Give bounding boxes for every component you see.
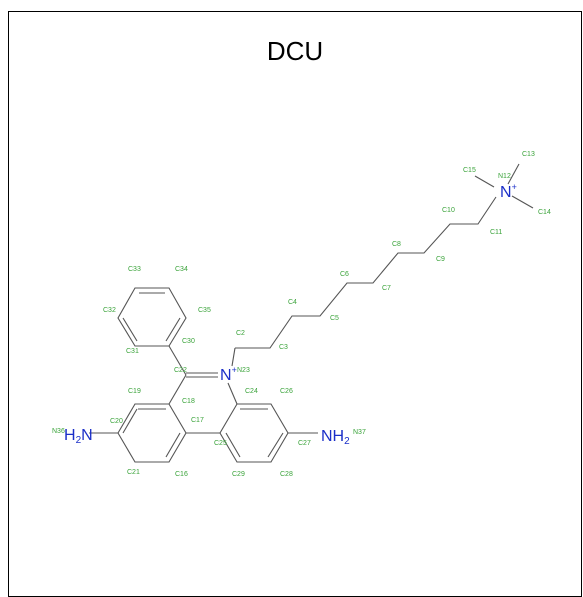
- left-ring-bonds: [117, 403, 187, 463]
- atom-label-c17: C17: [191, 417, 204, 424]
- atom-label-n37: N37: [353, 429, 366, 436]
- diagram-frame: DCU: [8, 11, 582, 597]
- phenyl-inner-3: [122, 317, 138, 342]
- atom-label-c7: C7: [382, 285, 391, 292]
- atom-label-c22: C22: [174, 367, 187, 374]
- alkyl-chain-bonds: [235, 196, 497, 349]
- atom-label-c19: C19: [128, 388, 141, 395]
- bond-n12-c14: [511, 195, 534, 209]
- bond-n23-c24: [227, 382, 238, 405]
- atom-label-c32: C32: [103, 307, 116, 314]
- atom-label-c4: C4: [288, 299, 297, 306]
- bond-n23-c2: [231, 347, 236, 367]
- atom-label-c13: C13: [522, 151, 535, 158]
- bond-c22-c18: [168, 374, 187, 405]
- atom-label-c25: C25: [214, 440, 227, 447]
- left-ring-inner-2: [165, 432, 181, 458]
- bond-n12-c15: [474, 175, 495, 188]
- atom-label-c6: C6: [340, 271, 349, 278]
- atom-label-c8: C8: [392, 241, 401, 248]
- right-ring-inner-3: [225, 432, 241, 458]
- atom-label-n12: N12: [498, 173, 511, 180]
- atom-label-c28: C28: [280, 471, 293, 478]
- atom-label-c35: C35: [198, 307, 211, 314]
- atom-label-c2: C2: [236, 330, 245, 337]
- heteroatom-n12: N+: [500, 182, 517, 201]
- atom-label-c9: C9: [436, 256, 445, 263]
- heteroatom-labels: N+ N+ H2N NH2: [64, 182, 517, 447]
- atom-label-c33: C33: [128, 266, 141, 273]
- atom-label-c14: C14: [538, 209, 551, 216]
- bond-n12-c13: [507, 163, 520, 185]
- phenyl-ring-bonds: [117, 287, 187, 347]
- atom-label-c5: C5: [330, 315, 339, 322]
- atom-label-c21: C21: [127, 469, 140, 476]
- heteroatom-n23: N+: [220, 365, 237, 384]
- atom-label-c24: C24: [245, 388, 258, 395]
- atom-label-c15: C15: [463, 167, 476, 174]
- atom-label-c29: C29: [232, 471, 245, 478]
- bond-lines: [89, 163, 534, 463]
- atom-label-c16: C16: [175, 471, 188, 478]
- atom-label-c30: C30: [182, 338, 195, 345]
- atom-label-n23: N23: [237, 367, 250, 374]
- heteroatom-n37: NH2: [321, 428, 350, 447]
- right-ring-bonds: [219, 403, 289, 463]
- heteroatom-n36: H2N: [64, 427, 93, 446]
- left-ring-inner-3: [122, 408, 138, 434]
- atom-label-n36: N36: [52, 428, 65, 435]
- atom-label-c11: C11: [490, 229, 502, 236]
- atom-label-c18: C18: [182, 398, 195, 405]
- atom-label-c26: C26: [280, 388, 293, 395]
- phenyl-inner-2: [165, 317, 181, 342]
- diagram-title: DCU: [266, 36, 324, 66]
- atom-label-c3: C3: [279, 344, 288, 351]
- atom-label-c20: C20: [110, 418, 123, 425]
- atom-label-c10: C10: [442, 207, 455, 214]
- atom-label-c34: C34: [175, 266, 188, 273]
- right-ring-inner-2: [267, 432, 284, 458]
- atom-label-c27: C27: [298, 440, 311, 447]
- atom-label-c31: C31: [126, 348, 139, 355]
- bond-c30-c22: [168, 345, 187, 376]
